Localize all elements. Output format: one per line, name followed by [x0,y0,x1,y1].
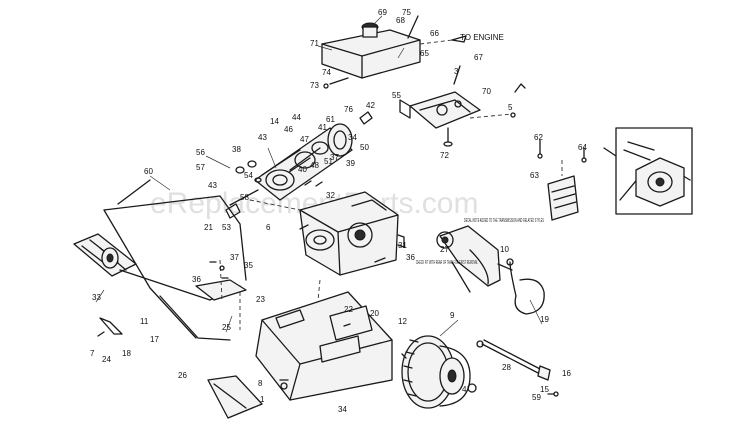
part-label: 48 [310,161,319,170]
part-label: 27 [440,245,449,254]
part-label: 61 [326,115,335,124]
part-label: 74 [322,68,331,77]
part-label: 34 [348,133,357,142]
part-label: 16 [562,369,571,378]
hose-roller [73,233,137,277]
belt-guard [436,225,513,293]
part-label: 55 [392,91,401,100]
part-label: 26 [178,371,187,380]
part-label: 9 [450,311,455,320]
part-label: 75 [402,8,411,17]
wheel [401,335,477,409]
part-label: 5 [508,103,513,112]
chassis [255,279,393,401]
inset-detail [603,127,693,215]
part-label: 17 [150,335,159,344]
part-label: 35 [244,261,253,270]
filter-housing [537,139,587,221]
part-label: 3 [454,67,459,76]
part-label: 36 [406,253,415,262]
part-label: 71 [310,39,319,48]
part-label: 10 [500,245,509,254]
part-label: 21 [204,223,213,232]
part-label: 12 [398,317,407,326]
part-label: 62 [534,133,543,142]
part-label: 38 [232,145,241,154]
part-label: 33 [92,293,101,302]
part-label: 67 [474,53,483,62]
pump-assembly [225,111,373,219]
part-label: 64 [578,143,587,152]
part-label: 47 [300,135,309,144]
leader-lines [95,15,543,337]
part-label: 69 [378,8,387,17]
part-label: 54 [244,171,253,180]
part-label: 40 [298,165,307,174]
part-label: 58 [240,193,249,202]
handle-frame [97,179,247,341]
part-label: 46 [284,125,293,134]
part-label: 76 [344,105,353,114]
control-cable [506,258,545,315]
part-label: 43 [208,181,217,190]
part-label: 23 [256,295,265,304]
part-label: 50 [360,143,369,152]
part-label: 66 [430,29,439,38]
part-label: 41 [318,123,327,132]
part-label: 25 [222,323,231,332]
part-label: 51 [324,157,333,166]
part-label: 44 [292,113,301,122]
part-label: 70 [482,87,491,96]
mounting-bracket [399,65,526,147]
part-label: 37 [330,153,339,162]
part-label: 28 [502,363,511,372]
part-label: 4 [462,385,467,394]
transmission [299,191,405,276]
part-label: 39 [346,159,355,168]
note-to-engine: TO ENGINE [460,33,504,42]
part-label: 56 [196,148,205,157]
part-labels: 69 68 75 66 71 65 74 73 67 76 70 72 5 3 … [90,8,587,414]
note-fit: CHECK FIT WITH REAR OF TANK FOR FIRST RE… [416,260,478,266]
part-label: 24 [102,355,111,364]
part-label: 59 [532,393,541,402]
part-label: 73 [310,81,319,90]
part-label: 11 [140,317,149,326]
axle [476,339,559,397]
part-label: 18 [122,349,131,358]
part-label: 31 [398,241,407,250]
part-label: 60 [144,167,153,176]
part-label: 7 [90,349,95,358]
part-label: 1 [260,395,265,404]
part-label: 6 [266,223,271,232]
part-label: 65 [420,49,429,58]
part-label: 14 [270,117,279,126]
part-label: 43 [258,133,267,142]
part-label: 57 [196,163,205,172]
part-label: 68 [396,16,405,25]
part-label: 42 [366,101,375,110]
skid-bracket [207,375,263,419]
fuel-tank [321,15,467,89]
part-label: 72 [440,151,449,160]
part-label: 36 [192,275,201,284]
part-label: 20 [370,309,379,318]
note-decal: DECAL NOTE ADDED TO THE TRANSMISSION AND… [464,218,544,224]
part-label: 19 [540,315,549,324]
part-label: 53 [222,223,231,232]
part-label: 34 [338,405,347,414]
part-label: 32 [326,191,335,200]
part-label: 8 [258,379,263,388]
part-label: 37 [230,253,239,262]
part-label: 22 [344,305,353,314]
part-label: 15 [540,385,549,394]
part-label: 63 [530,171,539,180]
